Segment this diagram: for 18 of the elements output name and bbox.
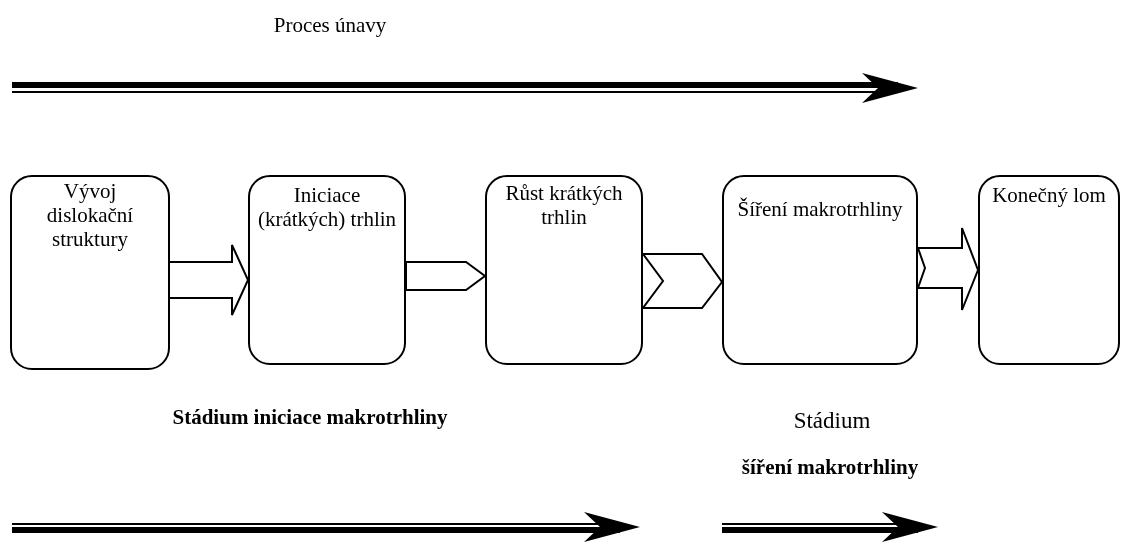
block-arrow (916, 227, 980, 311)
block-arrow (405, 261, 487, 291)
process-box (485, 175, 643, 365)
box-text: Iniciace (krátkých) trhlin (256, 183, 398, 231)
stage-label: Stádium iniciace makrotrhliny (171, 405, 449, 430)
process-box (978, 175, 1120, 365)
stage-label: šíření makrotrhliny (740, 455, 920, 480)
box-text: Konečný lom (991, 183, 1107, 207)
box-text: Růst krátkých trhlin (504, 181, 624, 229)
process-box (722, 175, 918, 365)
block-arrow (641, 253, 724, 309)
title-text: Proces únavy (272, 13, 388, 38)
block-arrow (169, 244, 250, 316)
process-box (10, 175, 170, 370)
box-text: Šíření makrotrhliny (736, 197, 904, 221)
process-box (248, 175, 406, 365)
box-text: Vývoj dislokační struktury (45, 179, 135, 251)
stage-label: Stádium (792, 408, 872, 433)
